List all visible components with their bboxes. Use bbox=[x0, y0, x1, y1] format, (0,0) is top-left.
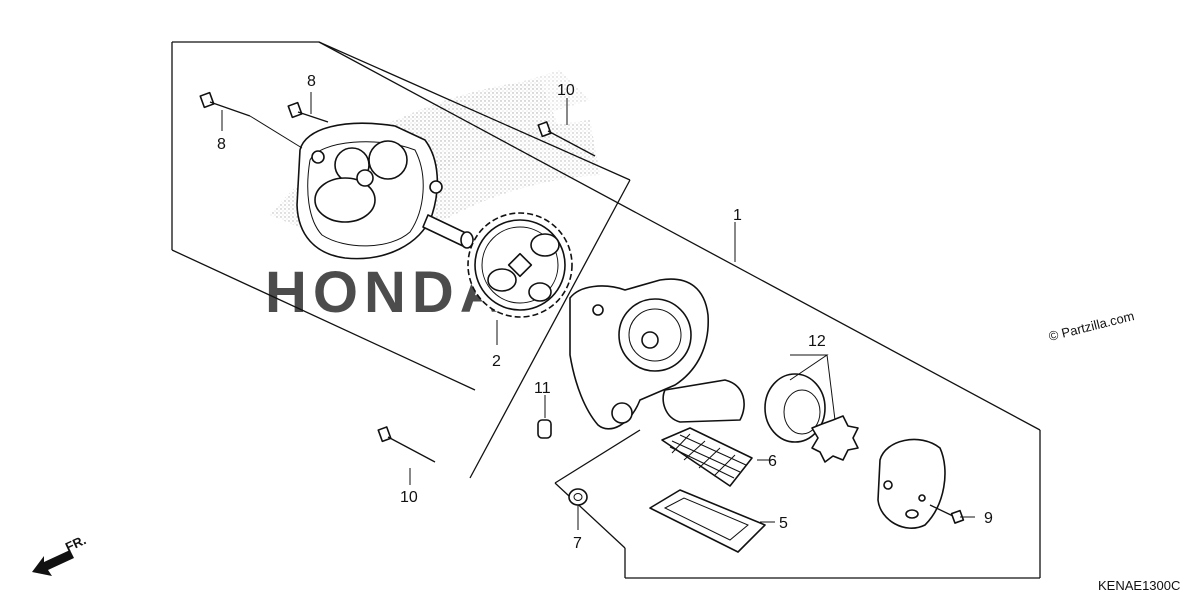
diagram-code: KENAE1300C bbox=[1098, 578, 1180, 593]
callout-5: 5 bbox=[779, 515, 788, 532]
pump-shaft bbox=[422, 214, 474, 249]
dowel-pin bbox=[537, 419, 552, 439]
watermark-text: HONDA bbox=[265, 260, 508, 325]
bolt-9 bbox=[929, 504, 965, 524]
pump-cover bbox=[296, 122, 443, 260]
callout-labels: 1 2 5 6 7 8 8 9 10 10 11 12 bbox=[217, 73, 993, 552]
pump-cover-plate bbox=[877, 438, 946, 529]
washer bbox=[568, 488, 588, 506]
leader-lines bbox=[221, 92, 975, 530]
oil-strainer-screen bbox=[661, 427, 753, 487]
callout-12: 12 bbox=[808, 333, 826, 350]
bolt-8-upper bbox=[199, 91, 303, 149]
bolt-10-upper bbox=[537, 121, 596, 157]
pump-rotor-set bbox=[764, 373, 859, 463]
callout-6: 6 bbox=[768, 453, 777, 470]
callout-11: 11 bbox=[534, 380, 551, 397]
callout-8-lower: 8 bbox=[217, 136, 226, 153]
copyright-text: © Partzilla.com bbox=[1047, 308, 1136, 344]
drive-sprocket bbox=[467, 212, 573, 318]
callout-7: 7 bbox=[573, 535, 582, 552]
front-arrow-indicator: FR. bbox=[32, 532, 88, 576]
callout-2: 2 bbox=[492, 353, 501, 370]
callout-1: 1 bbox=[733, 207, 742, 224]
strainer-seal bbox=[649, 489, 766, 553]
callout-10-upper: 10 bbox=[557, 82, 575, 99]
assembly-frame-lines bbox=[171, 41, 1041, 579]
callout-8-upper: 8 bbox=[307, 73, 316, 90]
callout-10-lower: 10 bbox=[400, 489, 418, 506]
oil-pump-body bbox=[569, 278, 745, 430]
callout-9: 9 bbox=[984, 510, 993, 527]
front-indicator-label: FR. bbox=[63, 532, 88, 554]
bolt-10-lower bbox=[377, 426, 436, 463]
bolt-8-lower bbox=[287, 101, 329, 123]
